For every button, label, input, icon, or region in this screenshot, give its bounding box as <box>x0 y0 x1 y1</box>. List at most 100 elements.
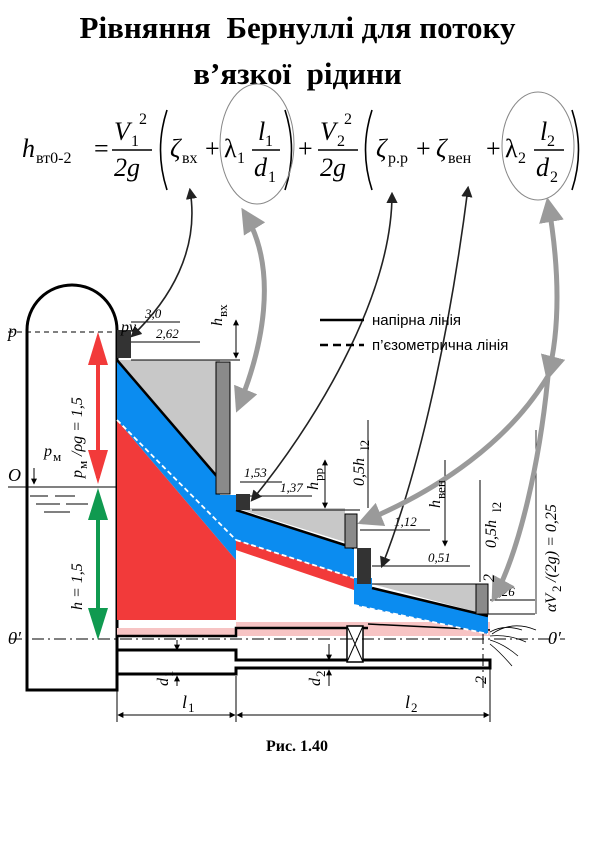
eq-l2-sub: 2 <box>547 133 555 150</box>
eq-v2-sub: 2 <box>337 133 345 150</box>
label-alpha-v: αV <box>543 592 560 612</box>
label-h-rr-group: h рр <box>305 468 326 490</box>
label-O: O <box>8 465 21 485</box>
outflow-jet <box>489 625 537 667</box>
eq-v2-sq: 2 <box>344 111 352 128</box>
label-two-a: 2 <box>481 574 498 582</box>
blue-velocity-band <box>117 360 488 634</box>
label-d1-sub: 1 <box>161 671 176 678</box>
grey-loss-zone-2 <box>236 508 345 542</box>
legend: напірна лінія п’єзометрична лінія <box>320 312 508 354</box>
label-h-ven-sub: вен <box>433 480 448 499</box>
label-half-hl2-b: 0,5h <box>483 520 500 548</box>
label-half-hl2-b-group: 0,5h l2 <box>483 502 504 548</box>
eq-lambda1: λ <box>224 134 237 163</box>
eq-2g-1: 2g <box>114 153 140 182</box>
eq-plus-2: + <box>298 134 313 163</box>
label-pv: pv <box>120 319 137 336</box>
eq-2g-2: 2g <box>320 153 346 182</box>
eq-plus-3: + <box>416 134 431 163</box>
label-pm-sub: м <box>53 449 61 464</box>
label-pm-rho: p <box>69 470 86 479</box>
figure-caption: Рис. 1.40 <box>266 738 328 755</box>
label-h-in: h <box>209 318 226 326</box>
legend-piezometric-label: п’єзометрична лінія <box>372 337 508 354</box>
label-h-group: h = 1,5 <box>69 563 86 610</box>
label-half-hl2-a-sub: l2 <box>357 440 372 450</box>
eq-v1-sub: 1 <box>131 133 139 150</box>
red-arrow-head-down <box>88 450 108 484</box>
labels: p pv O 0′ 0′ p м p м /ρg = 1,5 h = 1,5 h… <box>6 304 564 755</box>
label-half-hl2-a-group: 0,5h l2 <box>351 440 372 486</box>
eq-zeta-rp-sub: р.р <box>388 150 408 167</box>
label-two-b-group: 2 <box>473 676 490 684</box>
eq-zeta-rp: ζ <box>376 134 388 163</box>
arrow-lambda2-to-exit <box>491 375 551 603</box>
loss-bar-entry <box>215 361 231 495</box>
pressure-line-seg-3 <box>371 586 489 618</box>
legend-pressure-label: напірна лінія <box>372 312 461 329</box>
label-half-hl2-b-sub: l2 <box>489 502 504 512</box>
label-p: p <box>6 321 17 341</box>
piezo-line-seg-3 <box>353 604 489 635</box>
green-arrow-head-up <box>88 488 108 520</box>
label-pm-rho-sub: м <box>75 461 90 469</box>
tank-wall <box>25 283 119 692</box>
label-pm: p <box>43 443 52 460</box>
label-h-eq: h = 1,5 <box>69 563 86 610</box>
red-arrow-head-up <box>88 332 108 365</box>
label-h-rr: h <box>305 482 322 490</box>
label-l2-sub: 2 <box>411 700 418 715</box>
label-d2: d <box>307 677 324 686</box>
label-h-in-sub: вх <box>215 304 230 317</box>
label-h-ven-group: h вен <box>427 480 448 508</box>
eq-v1: V <box>114 117 133 146</box>
title-line-2: в’язкої рідини <box>193 56 402 91</box>
eq-zeta-ven-sub: вен <box>448 150 472 167</box>
piezo-line-seg-2 <box>235 539 355 579</box>
pressure-line-seg-2 <box>235 508 355 550</box>
label-zero-left: 0′ <box>8 628 22 648</box>
eq-paren-close-2 <box>571 109 580 191</box>
value-2-62: 2,62 <box>156 326 179 341</box>
value-1-53: 1,53 <box>244 465 267 480</box>
eq-equals: = <box>94 134 109 163</box>
arrow-lambda2-to-valve <box>357 374 551 526</box>
label-half-hl2-a: 0,5h <box>351 458 368 486</box>
valve-diag-2 <box>346 625 364 663</box>
energy-zones <box>116 330 489 635</box>
arrow-lambda2-top <box>539 197 566 381</box>
label-d2-sub: 2 <box>313 671 328 678</box>
label-alpha-v-group: αV 2 /(2g) = 0,25 <box>543 504 564 612</box>
eq-plus-1: + <box>205 134 220 163</box>
head-arrows <box>31 332 108 640</box>
green-arrow-head-down <box>88 608 108 640</box>
label-d1-group: d 1 <box>155 671 176 687</box>
tank <box>8 283 124 692</box>
label-pm-rho-tail: /ρg = 1,5 <box>69 397 86 457</box>
eq-plus-4: + <box>486 134 501 163</box>
pipe-bottom-wall <box>115 648 492 690</box>
label-d2-group: d 2 <box>307 671 328 687</box>
eq-lhs: h <box>22 134 35 163</box>
eq-lambda2-sub: 2 <box>518 150 526 167</box>
eq-lambda1-sub: 1 <box>237 150 245 167</box>
label-pm-rho-group: p м /ρg = 1,5 <box>69 397 90 479</box>
block-contraction <box>236 494 250 510</box>
value-1-37: 1,37 <box>280 480 303 495</box>
label-h-rr-sub: рр <box>311 468 326 481</box>
head-loss-equation: h вт0-2 = V 1 2 2g ζ вх + λ 1 l 1 d 1 + … <box>22 83 580 205</box>
grey-loss-zone-3 <box>372 584 476 612</box>
eq-l2: l <box>540 117 547 146</box>
label-two-a-group: 2 <box>481 574 498 582</box>
label-l2: l <box>405 692 410 712</box>
eq-d2: d <box>536 153 550 182</box>
arrow-zeta-ven <box>380 185 473 569</box>
label-two-b: 2 <box>473 676 490 684</box>
callout-arrows <box>130 185 566 603</box>
label-l1: l <box>182 692 187 712</box>
arrow-zeta-rp <box>250 191 398 502</box>
piezo-line-seg-1 <box>116 419 237 541</box>
eq-d1-sub: 1 <box>268 169 276 186</box>
eq-v1-sq: 2 <box>139 111 147 128</box>
